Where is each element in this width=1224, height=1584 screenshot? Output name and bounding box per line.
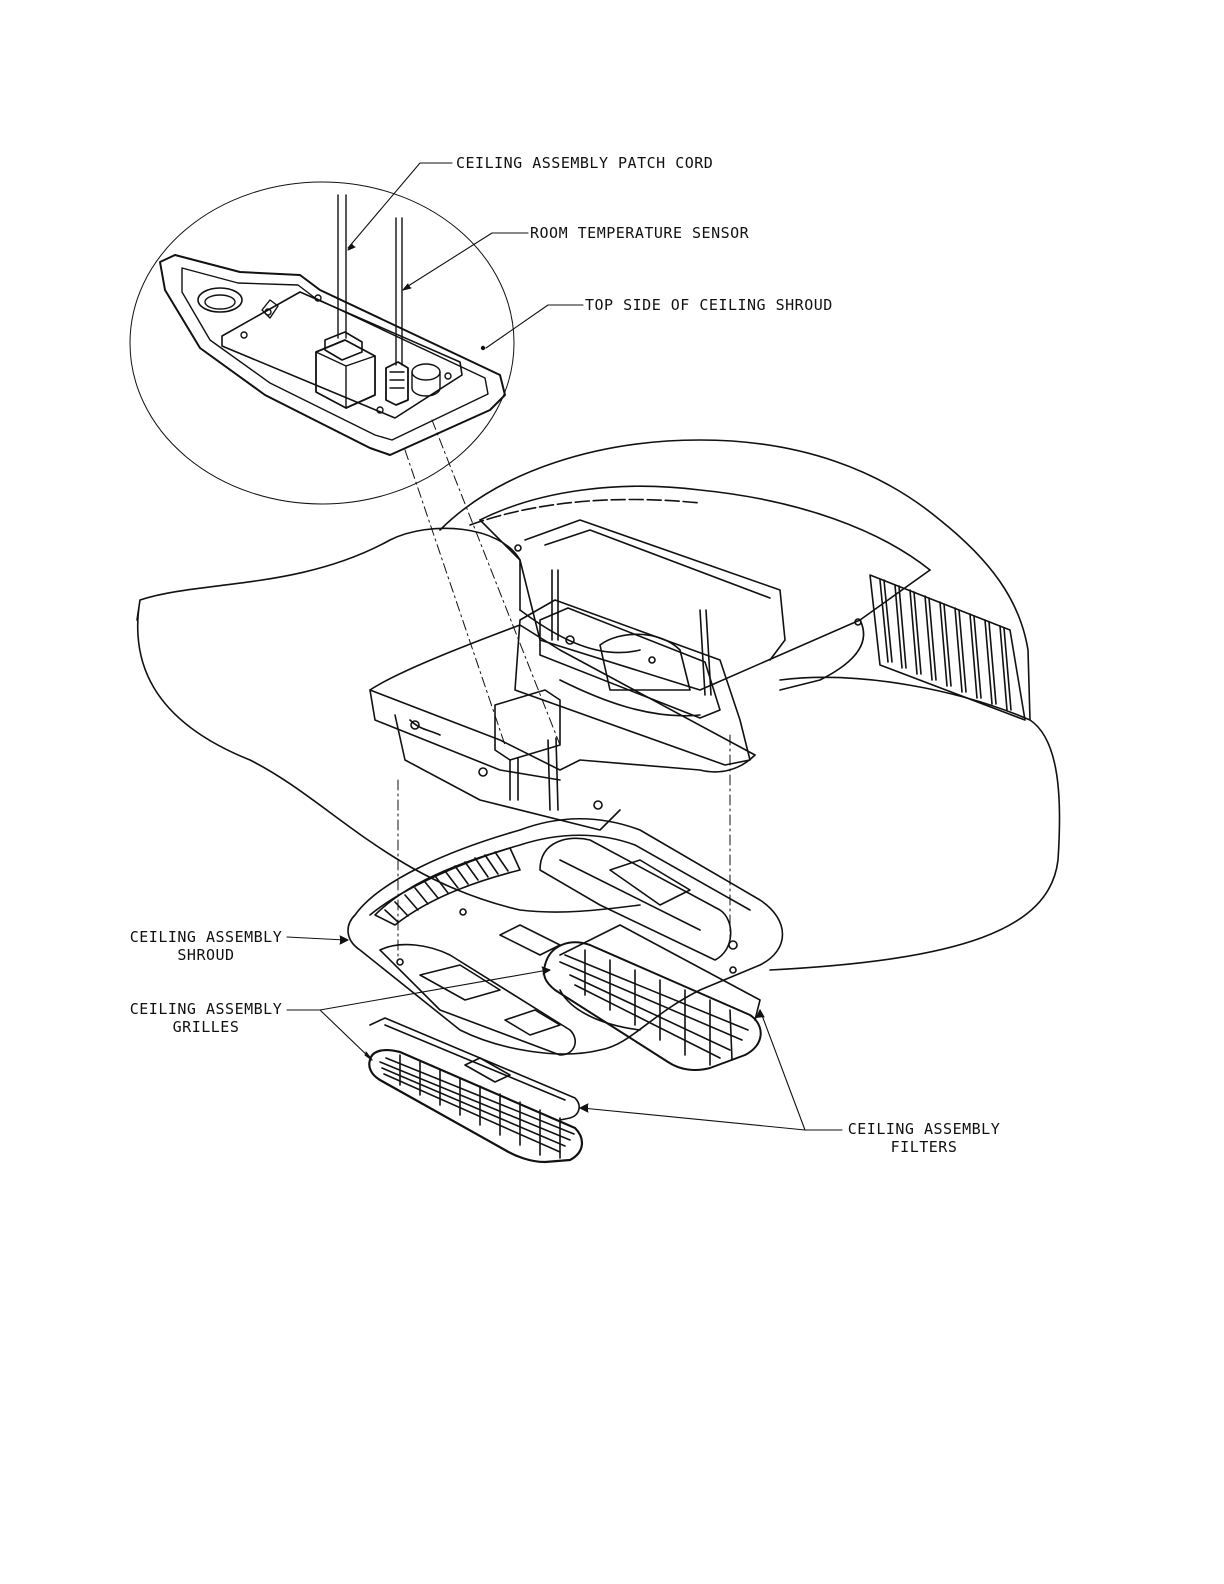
ac-housing (440, 440, 1030, 720)
label-ceiling-assembly-grilles: CEILING ASSEMBLY GRILLES (126, 1000, 286, 1036)
label-ceiling-assembly-filters: CEILING ASSEMBLY FILTERS (844, 1120, 1004, 1156)
upper-grille-outline (544, 942, 761, 1070)
mounting-bracket (495, 690, 560, 760)
roof-section (137, 440, 1060, 970)
lower-grille-outline (369, 1050, 582, 1162)
label-top-side-ceiling-shroud: TOP SIDE OF CEILING SHROUD (585, 296, 833, 314)
detail-ellipse (130, 182, 514, 504)
detail-patch-cord-connector (316, 332, 375, 408)
detail-circuit-board (222, 292, 462, 418)
label-grilles-line2: GRILLES (126, 1018, 286, 1036)
label-grilles-line1: CEILING ASSEMBLY (126, 1000, 286, 1018)
lower-filter-outline (370, 1018, 579, 1120)
label-patch-cord: CEILING ASSEMBLY PATCH CORD (456, 154, 713, 172)
label-filters-line1: CEILING ASSEMBLY (844, 1120, 1004, 1138)
label-shroud-line2: SHROUD (126, 946, 286, 964)
ceiling-frame (515, 600, 750, 765)
ceiling-shroud-part (348, 819, 782, 1055)
label-room-temperature-sensor: ROOM TEMPERATURE SENSOR (530, 224, 749, 242)
shroud-outline (348, 819, 782, 1054)
roof-outline (137, 528, 640, 912)
detail-sensor-cable (396, 218, 402, 365)
label-shroud-line1: CEILING ASSEMBLY (126, 928, 286, 946)
label-filters-line2: FILTERS (844, 1138, 1004, 1156)
lower-grille-part (369, 1018, 582, 1162)
detail-view (130, 182, 514, 504)
label-ceiling-assembly-shroud: CEILING ASSEMBLY SHROUD (126, 928, 286, 964)
detail-patch-cord-cable (338, 195, 346, 338)
detail-sensor-plug (386, 362, 408, 405)
